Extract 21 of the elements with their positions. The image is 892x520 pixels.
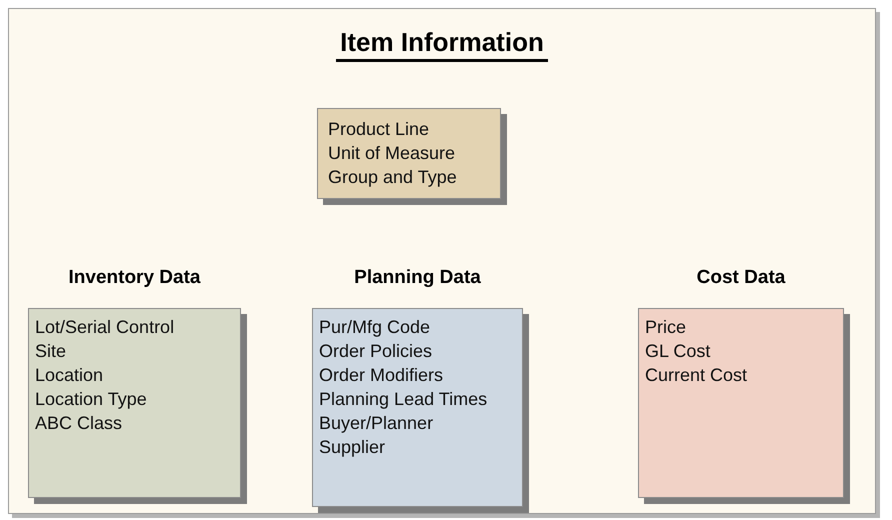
list-item: Order Policies: [319, 340, 432, 363]
list-item: GL Cost: [645, 340, 710, 363]
section-heading: Inventory Data: [68, 267, 202, 289]
list-item: Lot/Serial Control: [35, 316, 174, 339]
list-item: Buyer/Planner: [319, 412, 434, 435]
list-item: Location: [35, 364, 104, 387]
list-item: Unit of Measure: [328, 142, 456, 165]
list-item: Pur/Mfg Code: [319, 316, 430, 339]
list-item: Location Type: [35, 388, 147, 411]
list-item: Product Line: [328, 118, 430, 141]
list-item: Supplier: [319, 436, 386, 459]
list-item: Group and Type: [328, 166, 457, 189]
list-item: Site: [35, 340, 66, 363]
list-item: Order Modifiers: [319, 364, 444, 387]
list-item: ABC Class: [35, 412, 122, 435]
group-title: Item Information: [336, 27, 548, 62]
list-item: Price: [645, 316, 686, 339]
section-heading: Cost Data: [696, 267, 786, 289]
section-heading: Planning Data: [353, 267, 482, 289]
list-item: Current Cost: [645, 364, 748, 387]
list-item: Planning Lead Times: [319, 388, 488, 411]
